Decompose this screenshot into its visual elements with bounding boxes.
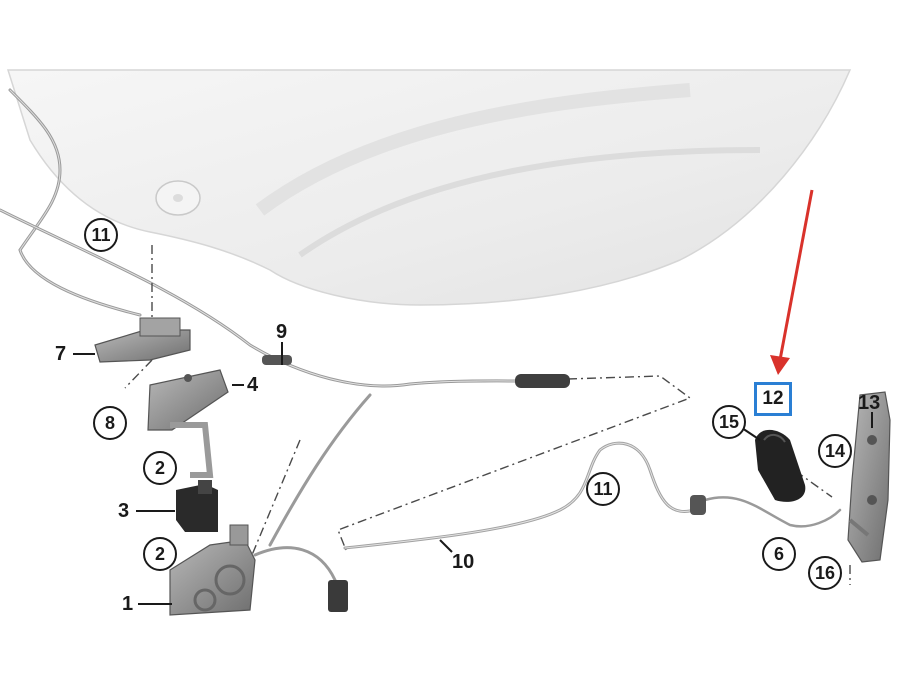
callout-15: 15 <box>712 405 746 439</box>
cable-10 <box>343 441 702 550</box>
part-7-bracket <box>94 317 191 363</box>
callout-9: 9 <box>276 321 288 343</box>
part-1-lock <box>169 524 348 616</box>
callout-14: 14 <box>818 434 852 468</box>
callout-11-upper: 11 <box>84 218 118 252</box>
callout-12-highlighted: 12 <box>754 382 792 416</box>
lock-connector <box>328 580 348 612</box>
callout-11-lower: 11 <box>586 472 620 506</box>
part-12-handle <box>755 429 806 502</box>
hood-panel <box>6 69 852 306</box>
cable-lower <box>268 393 372 547</box>
cables <box>0 88 842 602</box>
leader-lines <box>73 342 873 605</box>
callout-6: 6 <box>762 537 796 571</box>
callout-2-lower: 2 <box>143 537 177 571</box>
part-13-catch <box>847 391 891 563</box>
part-4-bracket <box>147 369 229 478</box>
callout-7: 7 <box>55 343 67 365</box>
callout-8: 8 <box>93 406 127 440</box>
callout-13: 13 <box>858 392 881 414</box>
cable-end-fitting <box>690 495 706 515</box>
cable-sleeve <box>515 374 570 388</box>
callout-4: 4 <box>247 374 259 396</box>
callout-3: 3 <box>118 500 130 522</box>
callout-1: 1 <box>122 593 134 615</box>
callout-2-upper: 2 <box>143 451 177 485</box>
callout-10: 10 <box>452 551 475 573</box>
callout-16: 16 <box>808 556 842 590</box>
part-3-buffer <box>176 480 218 532</box>
reference-lines <box>124 245 851 585</box>
red-arrow <box>770 189 814 375</box>
